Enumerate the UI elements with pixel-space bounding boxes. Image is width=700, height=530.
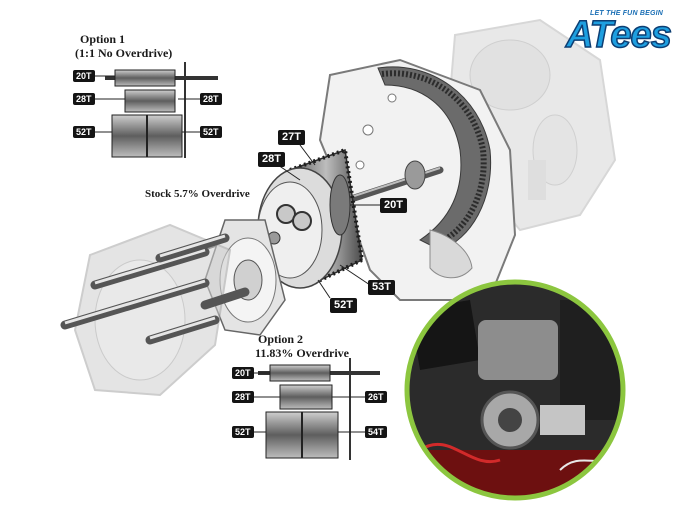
option2-tag-left-big: 52T xyxy=(232,426,254,438)
option1-gear-diagram xyxy=(105,62,218,158)
option1-subtitle: (1:1 No Overdrive) xyxy=(75,46,173,60)
stock-tag-upper-left: 28T xyxy=(258,152,285,167)
option1-title: Option 1 xyxy=(80,32,126,46)
option2-title: Option 2 xyxy=(258,332,304,346)
option2-gear-diagram xyxy=(258,358,380,460)
stock-title: Stock 5.7% Overdrive xyxy=(145,188,250,200)
option1-tag-right-mid: 28T xyxy=(200,93,222,105)
stock-tag-lower-right: 53T xyxy=(368,280,395,295)
option2-tag-input: 20T xyxy=(232,367,254,379)
option2-tag-right-big: 54T xyxy=(365,426,387,438)
option1-tag-right-big: 52T xyxy=(200,126,222,138)
logo-wordmark: ATees xyxy=(565,13,672,57)
stock-tag-top: 27T xyxy=(278,130,305,145)
leader-lines xyxy=(92,75,380,433)
screws xyxy=(60,233,250,345)
option2-subtitle: 11.83% Overdrive xyxy=(255,346,349,360)
option1-tag-left-big: 52T xyxy=(73,126,95,138)
option2-tag-right-mid: 26T xyxy=(365,391,387,403)
option1-tag-left-mid: 28T xyxy=(73,93,95,105)
option1-tag-input: 20T xyxy=(73,70,95,82)
option2-tag-left-mid: 28T xyxy=(232,391,254,403)
stock-tag-bottom: 52T xyxy=(330,298,357,313)
transmission-case-ghost xyxy=(73,223,232,397)
logo-tagline: LET THE FUN BEGIN xyxy=(590,10,664,17)
stock-tag-right: 20T xyxy=(380,198,407,213)
inset-photo xyxy=(404,279,626,501)
